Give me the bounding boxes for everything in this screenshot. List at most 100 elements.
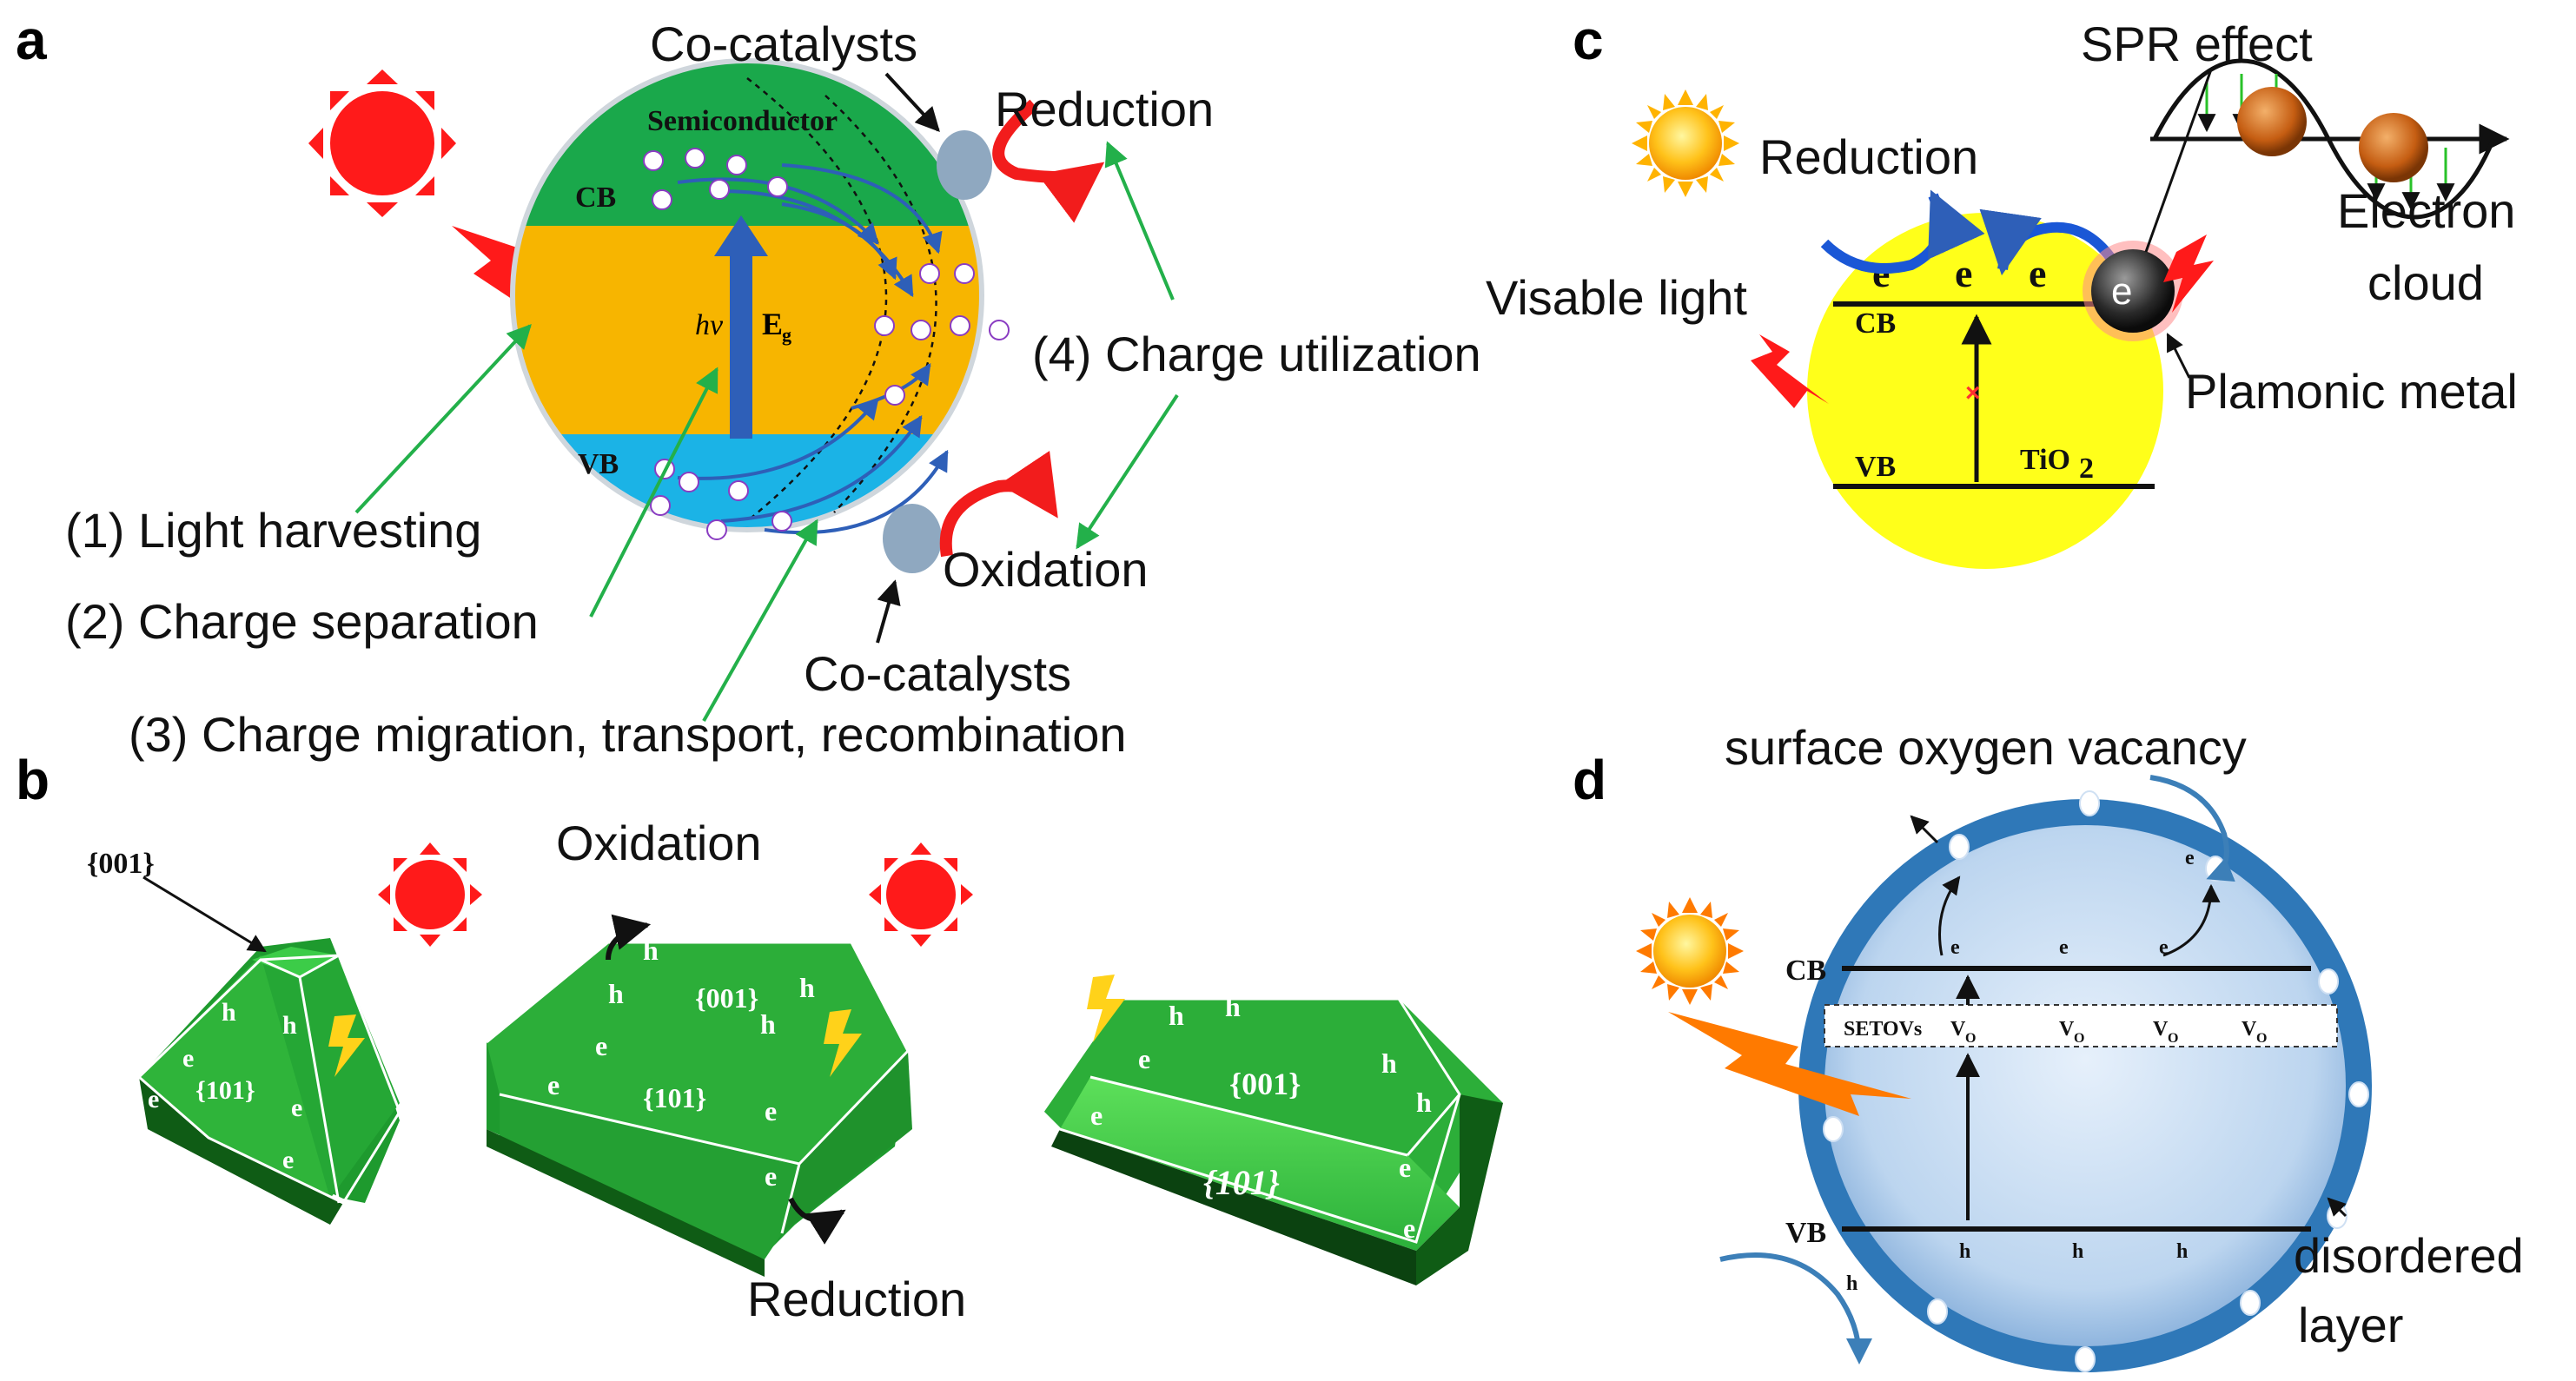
crystal3-front-facet: {101} [1203, 1163, 1280, 1202]
spr-pointer [2144, 69, 2213, 253]
svg-text:h: h [1846, 1272, 1858, 1295]
semiconductor-label: Semiconductor [647, 105, 838, 137]
svg-text:e: e [282, 1146, 294, 1174]
sun-icon [308, 69, 456, 217]
svg-text:e: e [2185, 847, 2195, 869]
metal-nanoparticle [2359, 113, 2428, 182]
tio2-label: TiO [2020, 444, 2070, 476]
svg-text:e: e [2111, 270, 2132, 313]
metal-nanoparticle [2237, 87, 2307, 156]
sun-icon [1632, 89, 1739, 197]
vb-label-c: VB [1855, 451, 1896, 483]
panel-c: × CB VB TiO 2 e e e e [1486, 17, 2518, 569]
step-pointers [354, 141, 1179, 722]
vb-label-d: VB [1785, 1217, 1826, 1249]
lightning-icon [1751, 334, 1829, 408]
cb-label: CB [575, 182, 616, 214]
crystalline-core [1824, 825, 2346, 1346]
svg-text:h: h [2072, 1240, 2083, 1263]
light-beam-icon [1668, 1012, 1911, 1116]
svg-text:O: O [2256, 1031, 2267, 1046]
blocked-transition-mark: × [1965, 379, 1981, 407]
panel-label-b: b [16, 749, 50, 811]
svg-text:h: h [1381, 1047, 1397, 1079]
vb-label: VB [578, 448, 619, 480]
svg-text:O: O [1965, 1031, 1976, 1046]
sun-icon [1636, 897, 1744, 1005]
panel-label-a: a [16, 9, 47, 71]
svg-text:V: V [2242, 1018, 2257, 1041]
oxidation-label-b: Oxidation [556, 816, 762, 870]
svg-text:e: e [595, 1030, 607, 1061]
panel-d: surface oxygen vacancy CB VB SETOVs V O … [1636, 720, 2524, 1372]
step2-label: (2) Charge separation [65, 594, 539, 649]
lightning-icon [1087, 975, 1125, 1042]
spr-effect-label: SPR effect [2081, 17, 2313, 71]
lightning-icon [328, 1014, 365, 1077]
disordered-label-1: disordered [2294, 1228, 2524, 1283]
svg-text:h: h [1169, 1000, 1184, 1031]
svg-text:e: e [765, 1160, 777, 1192]
crystal2-top-facet: {001} [695, 982, 758, 1014]
sphere-outline [510, 58, 984, 532]
svg-text:e: e [291, 1094, 302, 1122]
svg-text:e: e [765, 1095, 777, 1127]
panel-label-c: c [1573, 9, 1604, 71]
svg-text:V: V [2059, 1018, 2075, 1041]
electron-outflow-arrow [2149, 775, 2235, 882]
panel-b: {101} h h e e e e {001} {001} {101} h h … [87, 816, 1503, 1326]
plasmonic-metal-label: Plamonic metal [2185, 364, 2518, 419]
electron-transfer-arrow [1979, 208, 2121, 276]
svg-text:V: V [2153, 1018, 2169, 1041]
svg-text:h: h [1959, 1240, 1970, 1263]
svg-text:e: e [1138, 1043, 1150, 1074]
svg-text:e: e [182, 1044, 194, 1073]
oxidation-label-a: Oxidation [943, 542, 1149, 597]
step4-label: (4) Charge utilization [1032, 327, 1481, 381]
svg-text:h: h [1225, 991, 1241, 1022]
spr-wave [2150, 58, 2510, 220]
visible-light-label: Visable light [1486, 270, 1747, 325]
svg-text:e: e [148, 1085, 159, 1113]
svg-text:e: e [2159, 936, 2169, 959]
charge-carriers [643, 148, 1010, 540]
svg-text:O: O [2168, 1031, 2178, 1046]
setovs-label: SETOVs [1844, 1018, 1922, 1041]
svg-text:h: h [643, 935, 659, 966]
reduction-label-a: Reduction [995, 82, 1214, 136]
lightning-icon [824, 1009, 862, 1077]
svg-text:h: h [760, 1008, 776, 1040]
svg-text:e: e [1090, 1100, 1103, 1131]
step1-label: (1) Light harvesting [65, 503, 481, 558]
svg-text:e: e [2059, 936, 2069, 959]
eg-arrow [714, 215, 768, 256]
crystal-2: {001} {101} h h h h e e e e [486, 935, 912, 1277]
oxidation-arrow [939, 450, 1058, 558]
svg-text:e: e [1399, 1152, 1411, 1183]
cocatalysts-bottom-label: Co-catalysts [804, 646, 1071, 701]
hv-label: hν [695, 309, 724, 341]
svg-text:h: h [2176, 1240, 2188, 1263]
electron-cloud-label-2: cloud [2367, 255, 2484, 310]
svg-text:e: e [1955, 251, 1972, 295]
reduction-curve-b [788, 1197, 846, 1245]
panel-a: Semiconductor CB VB hν E g [65, 17, 1481, 762]
sun-icon [869, 842, 973, 947]
svg-text:h: h [1416, 1087, 1432, 1118]
crystal-1: {101} h h e e e e [137, 938, 401, 1225]
cb-label-d: CB [1785, 955, 1826, 987]
hole-outflow-arrow [1719, 1252, 1872, 1364]
svg-text:e: e [1950, 936, 1960, 959]
disordered-label-2: layer [2298, 1298, 2403, 1352]
crystal-3: {001} {101} h h h h e e e e [1041, 991, 1503, 1285]
svg-text:h: h [222, 998, 236, 1027]
tio2-sub: 2 [2079, 453, 2094, 485]
setov-band [1824, 1004, 2338, 1047]
reduction-arrow [992, 99, 1105, 223]
electron-cloud-label-1: Electron [2337, 183, 2515, 238]
sun-icon [378, 842, 482, 947]
svg-text:e: e [2029, 251, 2046, 295]
cb-label-c: CB [1855, 307, 1896, 340]
surface-vacancies [1823, 790, 2369, 1372]
